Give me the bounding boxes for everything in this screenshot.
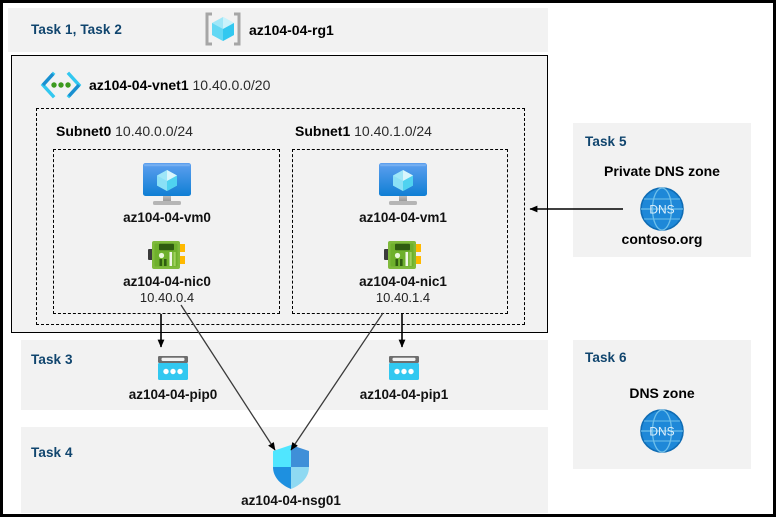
nic1-ip: 10.40.1.4 bbox=[375, 290, 431, 305]
resource-group-icon bbox=[205, 12, 241, 46]
task-label-5: Task 5 bbox=[585, 134, 627, 149]
network-interface-icon bbox=[148, 241, 185, 269]
nsg-node: az104-04-nsg01 bbox=[221, 443, 361, 509]
public-ip-address-icon bbox=[158, 356, 188, 380]
resource-group-name: az104-04-rg1 bbox=[249, 22, 334, 38]
svg-text:DNS: DNS bbox=[649, 203, 674, 217]
subnet1-header: Subnet1 10.40.1.0/24 bbox=[295, 123, 432, 139]
vm1-node: az104-04-vm1 bbox=[337, 158, 469, 226]
pip0-name: az104-04-pip0 bbox=[128, 387, 218, 402]
nic0-ip: 10.40.0.4 bbox=[139, 290, 195, 305]
dns-zone-node: DNS bbox=[573, 407, 751, 455]
panel-task1-task2 bbox=[8, 8, 548, 52]
vm0-name: az104-04-vm0 bbox=[123, 210, 211, 225]
subnet0-cidr: 10.40.0.0/24 bbox=[115, 123, 193, 139]
task-label-3: Task 3 bbox=[31, 352, 73, 367]
subnet1-cidr: 10.40.1.0/24 bbox=[354, 123, 432, 139]
pip1-name: az104-04-pip1 bbox=[359, 387, 449, 402]
resource-group-node bbox=[203, 11, 243, 47]
task6-heading: DNS zone bbox=[629, 385, 695, 401]
vm1-name: az104-04-vm1 bbox=[359, 210, 447, 225]
nsg-name: az104-04-nsg01 bbox=[241, 493, 341, 508]
task5-zone-name: contoso.org bbox=[621, 231, 703, 247]
nic0-name: az104-04-nic0 bbox=[123, 274, 211, 289]
vnet-header: az104-04-vnet1 10.40.0.0/20 bbox=[89, 77, 270, 93]
vnet-name: az104-04-vnet1 bbox=[89, 77, 189, 93]
svg-text:DNS: DNS bbox=[649, 425, 674, 439]
subnet0-name: Subnet0 bbox=[56, 123, 112, 139]
task-label-1-2: Task 1, Task 2 bbox=[31, 22, 122, 37]
subnet1-name: Subnet1 bbox=[295, 123, 351, 139]
pip0-node: az104-04-pip0 bbox=[108, 353, 238, 403]
virtual-machine-icon bbox=[379, 163, 427, 205]
nic0-node: az104-04-nic0 10.40.0.4 bbox=[101, 236, 233, 306]
vnet-cidr: 10.40.0.0/20 bbox=[192, 77, 271, 93]
vnet-icon-wrap bbox=[39, 71, 83, 99]
subnet1-box bbox=[292, 149, 508, 314]
subnets-outer-boundary bbox=[36, 108, 525, 325]
vm0-node: az104-04-vm0 bbox=[101, 158, 233, 226]
task-label-4: Task 4 bbox=[31, 445, 73, 460]
public-ip-address-icon bbox=[389, 356, 419, 380]
private-dns-zone-node: DNS bbox=[573, 185, 751, 233]
nic1-name: az104-04-nic1 bbox=[359, 274, 447, 289]
task5-heading: Private DNS zone bbox=[604, 163, 720, 179]
network-interface-icon bbox=[384, 241, 421, 269]
task-label-6: Task 6 bbox=[585, 350, 627, 365]
dns-zone-icon: DNS bbox=[640, 409, 684, 453]
subnet0-box bbox=[53, 149, 280, 314]
virtual-machine-icon bbox=[143, 163, 191, 205]
subnet0-header: Subnet0 10.40.0.0/24 bbox=[56, 123, 193, 139]
virtual-network-icon bbox=[40, 71, 82, 99]
nic1-node: az104-04-nic1 10.40.1.4 bbox=[337, 236, 469, 306]
network-security-group-icon bbox=[273, 445, 309, 489]
panel-task3 bbox=[21, 340, 548, 410]
dns-zone-icon: DNS bbox=[640, 187, 684, 231]
pip1-node: az104-04-pip1 bbox=[339, 353, 469, 403]
